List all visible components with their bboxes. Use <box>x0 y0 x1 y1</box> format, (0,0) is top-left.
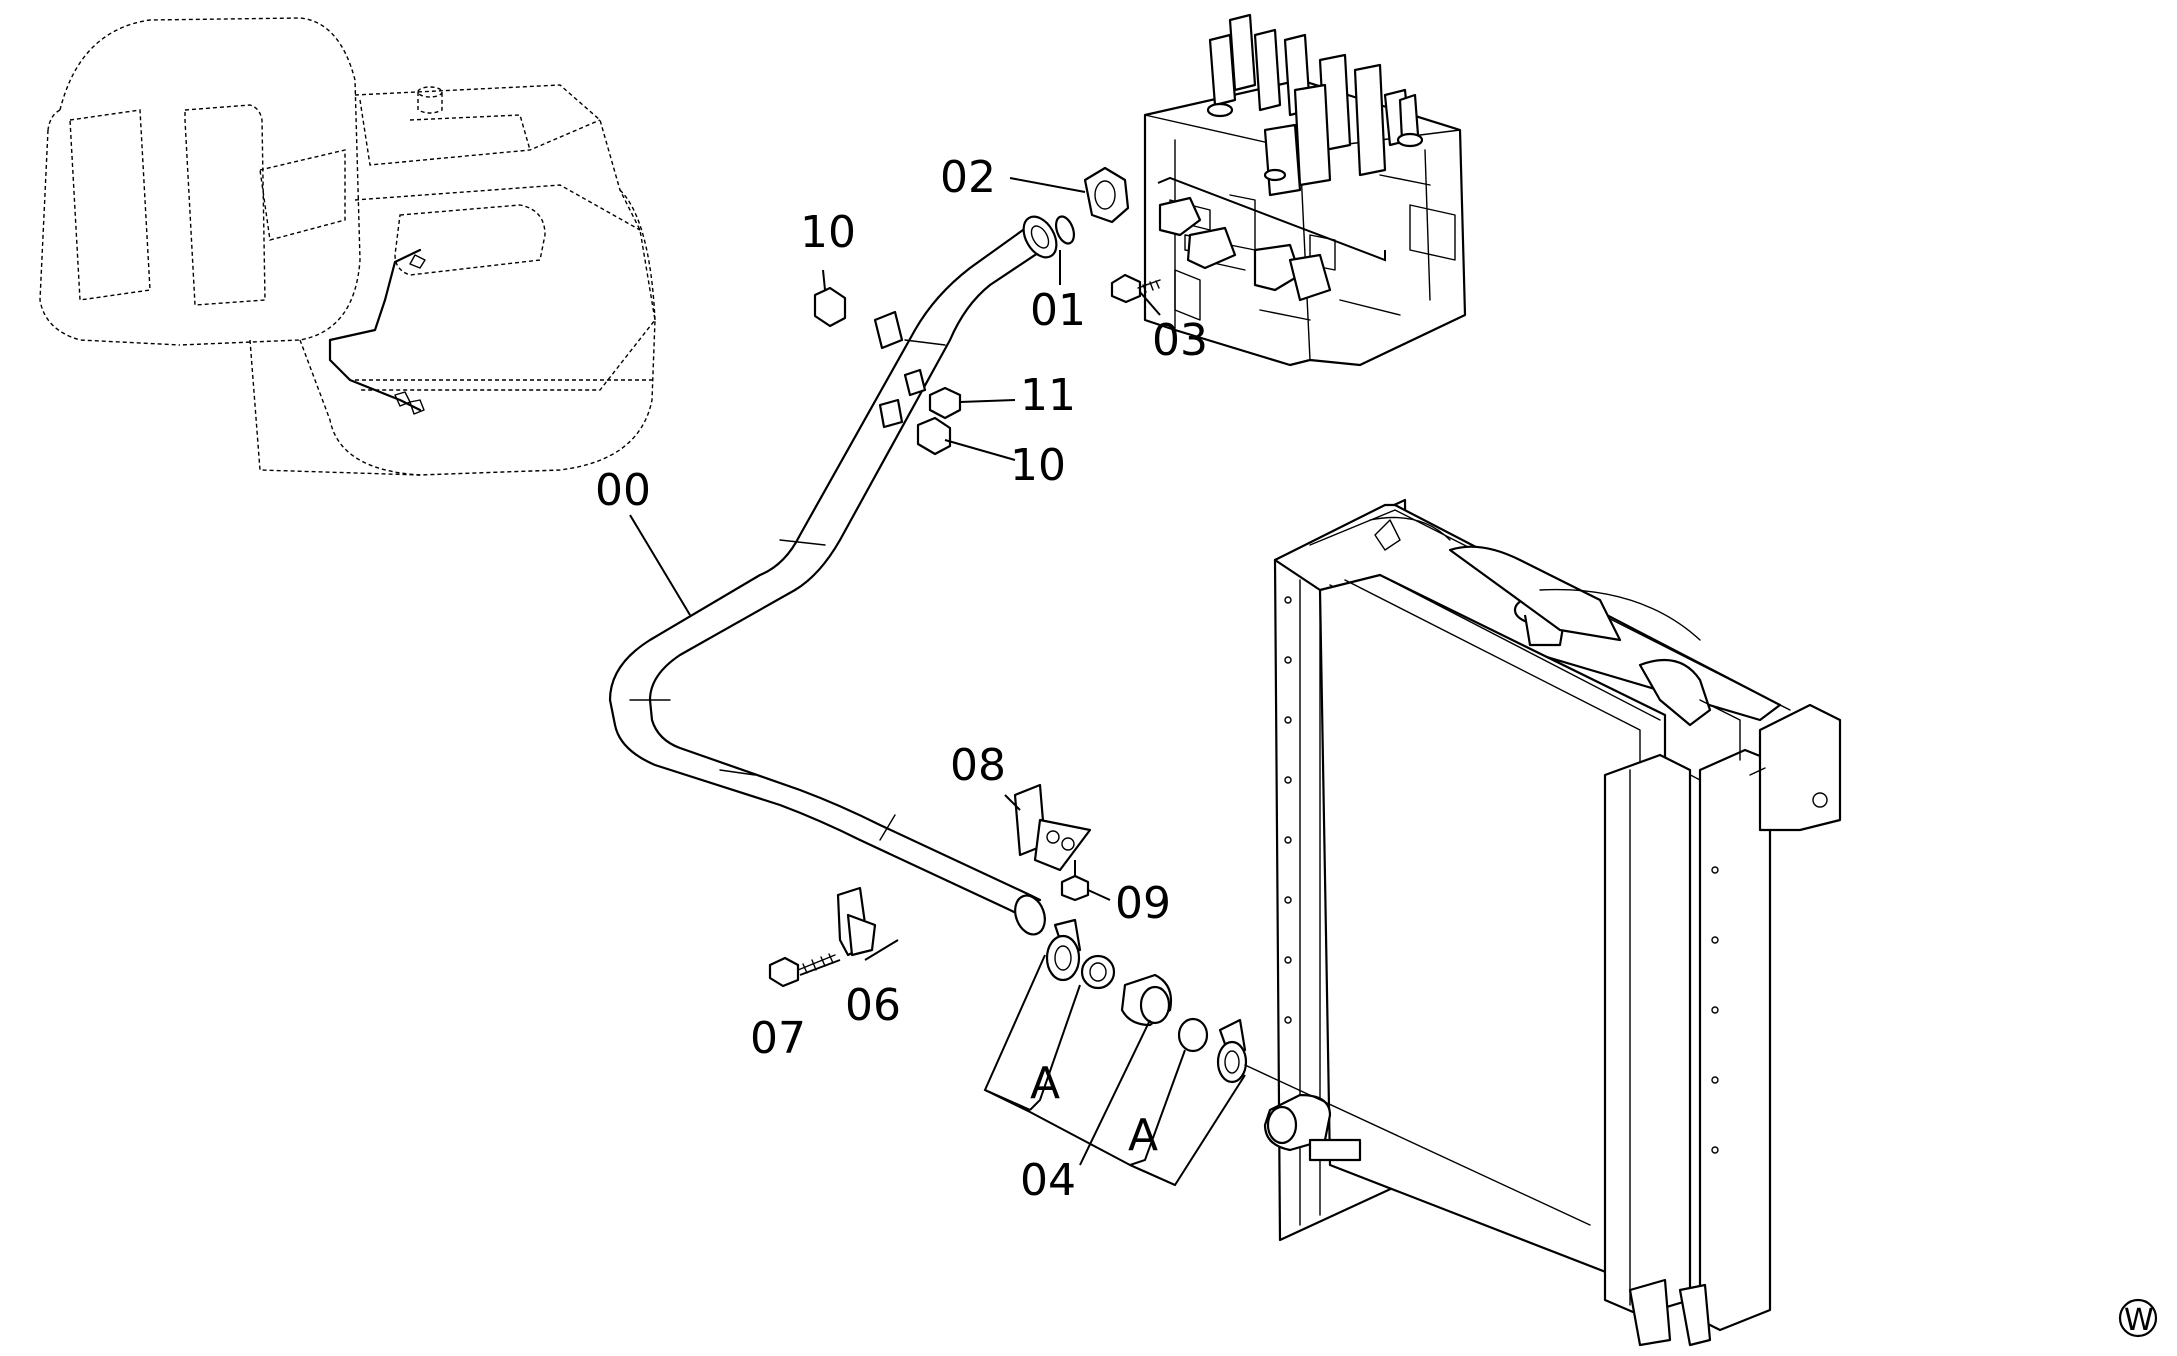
o-ring-01 <box>1054 215 1076 245</box>
callout-01: 01 <box>1030 285 1086 336</box>
bolt-03 <box>1110 273 1161 304</box>
radiator-assembly <box>1263 498 1842 1347</box>
callout-04: 04 <box>1020 1155 1076 1206</box>
fitting-group <box>1045 918 1591 1226</box>
callout-A-right: A <box>1128 1110 1158 1161</box>
callouts: 02 01 03 10 11 10 00 08 09 06 07 A 04 A <box>595 152 1208 1206</box>
callout-03: 03 <box>1152 315 1208 366</box>
callout-A-left: A <box>1030 1058 1060 1109</box>
callout-08: 08 <box>950 740 1006 791</box>
corner-mark-letter: W <box>2124 1303 2154 1338</box>
excavator-overview <box>39 17 656 476</box>
callout-02: 02 <box>940 152 996 203</box>
callout-10-top: 10 <box>800 207 856 258</box>
bolt-09 <box>1060 874 1090 902</box>
callout-00: 00 <box>595 465 651 516</box>
flange-02 <box>1083 166 1130 224</box>
callout-10-mid: 10 <box>1010 440 1066 491</box>
cap-11 <box>928 386 962 420</box>
callout-07: 07 <box>750 1013 806 1064</box>
corner-mark: W <box>2118 1298 2158 1338</box>
hose-00 <box>608 215 1058 936</box>
nut-10-mid <box>916 416 952 456</box>
bolt-07 <box>768 953 836 988</box>
group-bracket <box>984 1089 1176 1186</box>
callout-11: 11 <box>1020 370 1076 421</box>
control-valve <box>1143 13 1467 367</box>
nut-10-top <box>813 286 847 328</box>
callout-09: 09 <box>1115 878 1171 929</box>
bracket-08 <box>1013 783 1092 872</box>
callout-06: 06 <box>845 980 901 1031</box>
clamp-06 <box>836 886 877 957</box>
